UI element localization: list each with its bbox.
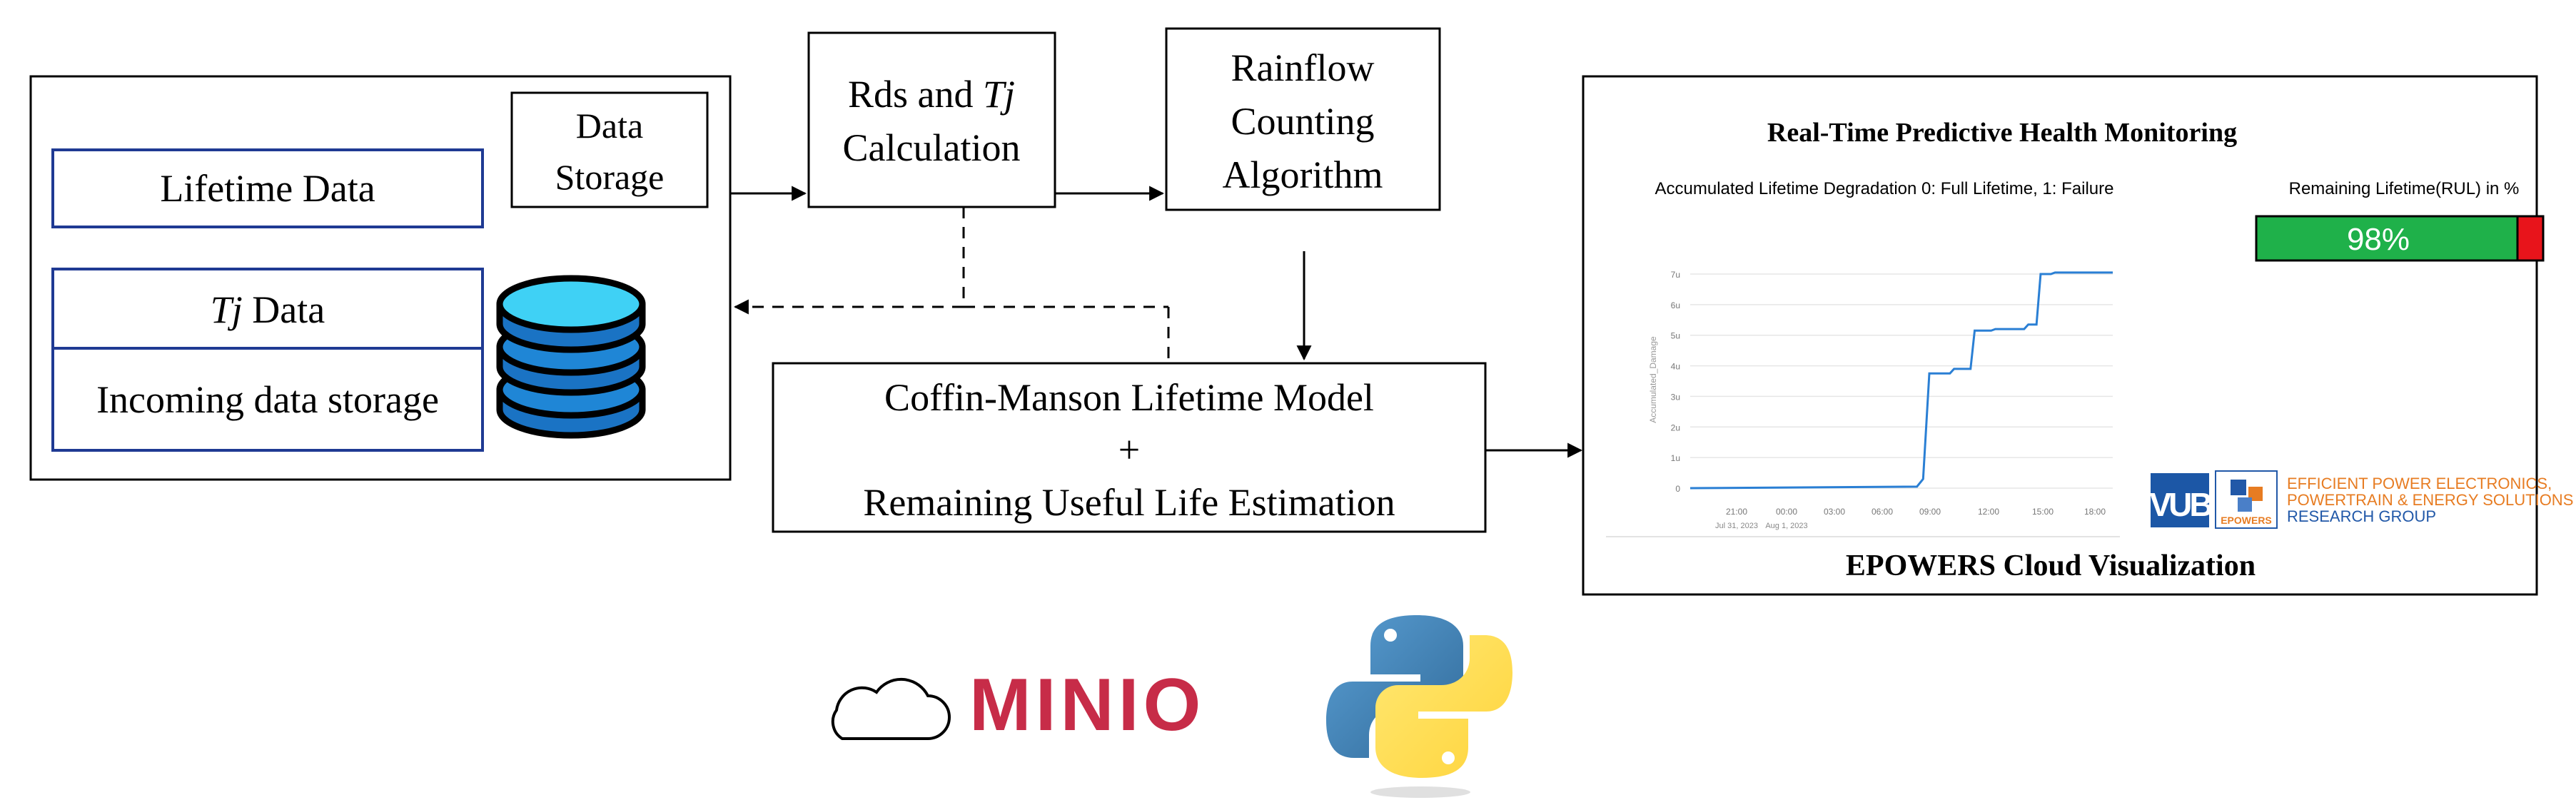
x-tick-label: 03:00: [1824, 507, 1845, 517]
tj-data-box: Tj Data Incoming data storage: [51, 268, 484, 452]
incoming-data-storage-label: Incoming data storage: [96, 378, 439, 421]
x-tick-label: 12:00: [1978, 507, 1999, 517]
y-tick-label: 7u: [1671, 270, 1680, 280]
y-tick-label: 6u: [1671, 300, 1680, 310]
y-tick-label: 1u: [1671, 453, 1680, 463]
y-tick-label: 4u: [1671, 362, 1680, 372]
rul-value-label: 98%: [2347, 222, 2410, 257]
group-line3: RESEARCH GROUP: [2287, 507, 2436, 525]
python-logo-icon: [1326, 615, 1512, 798]
x-tick-label: 15:00: [2032, 507, 2054, 517]
epowers-logo-text: EPOWERS: [2221, 515, 2272, 526]
y-tick-label: 5u: [1671, 331, 1680, 341]
tj-data-label: Tj Data: [211, 288, 325, 331]
rainflow-line3: Algorithm: [1223, 153, 1383, 196]
data-storage-line1: Data: [576, 106, 643, 146]
vub-logo: VUB: [2149, 473, 2215, 527]
chart-title: Accumulated Lifetime Degradation 0: Full…: [1655, 179, 2114, 198]
group-line1: EFFICIENT POWER ELECTRONICS,: [2287, 475, 2552, 492]
y-axis-label: Accumulated_Damage: [1648, 336, 1658, 423]
minio-logo: MINIO: [969, 664, 1205, 746]
data-storage-line2: Storage: [555, 157, 665, 197]
rul-title: Remaining Lifetime(RUL) in %: [2289, 179, 2520, 198]
coffin-manson-box: Coffin-Manson Lifetime Model + Remaining…: [772, 362, 1487, 533]
rainflow-counting-box: Rainflow Counting Algorithm: [1165, 27, 1441, 211]
y-tick-label: 0: [1675, 484, 1680, 494]
x-tick-label: 00:00: [1776, 507, 1797, 517]
minio-logo-text: MINIO: [969, 664, 1205, 746]
series-line: [1689, 271, 2113, 490]
dashed-feedback-arrows: [733, 207, 1170, 363]
rds-tj-line1: Rds and Tj: [848, 73, 1015, 116]
rds-tj-line2: Calculation: [843, 126, 1021, 169]
x-tick-label: 21:00: [1726, 507, 1747, 517]
x-subtick-label: Jul 31, 2023: [1715, 522, 1758, 530]
vub-logo-text: VUB: [2149, 486, 2212, 523]
connectors: [730, 186, 1583, 458]
rainflow-line2: Counting: [1231, 100, 1374, 143]
coffin-line3: Remaining Useful Life Estimation: [863, 481, 1395, 524]
rul-gauge: 98%: [2255, 215, 2545, 262]
database-icon: [496, 275, 646, 439]
x-tick-label: 09:00: [1919, 507, 1941, 517]
dashboard-footer: EPOWERS Cloud Visualization: [1846, 550, 2256, 582]
rainflow-line1: Rainflow: [1231, 46, 1375, 89]
group-line2: POWERTRAIN & ENERGY SOLUTIONS: [2287, 491, 2573, 509]
cloud-icon: [831, 677, 951, 740]
x-tick-label: 06:00: [1872, 507, 1893, 517]
storage-panel: Data Storage Lifetime Data Tj Data Incom…: [29, 75, 732, 481]
x-tick-label: 18:00: [2084, 507, 2106, 517]
cloud-dashboard-panel: Real-Time Predictive Health Monitoring A…: [1582, 75, 2573, 596]
coffin-line1: Coffin-Manson Lifetime Model: [884, 376, 1374, 419]
rul-bar-fill: [2255, 215, 2519, 262]
epowers-cube-icon: [2231, 480, 2246, 495]
epowers-logo: EPOWERS: [2215, 470, 2278, 529]
y-tick-label: 3u: [1671, 392, 1680, 402]
dashboard-title: Real-Time Predictive Health Monitoring: [1767, 118, 2237, 148]
lifetime-data-box: Lifetime Data: [51, 148, 484, 228]
lifetime-data-label: Lifetime Data: [160, 167, 375, 210]
data-storage-label-box: Data Storage: [510, 91, 709, 208]
rds-tj-calculation-box: Rds and Tj Calculation: [807, 31, 1056, 208]
y-tick-label: 2u: [1671, 422, 1680, 432]
x-subtick-label: Aug 1, 2023: [1765, 522, 1807, 530]
coffin-line2: +: [1118, 428, 1140, 471]
